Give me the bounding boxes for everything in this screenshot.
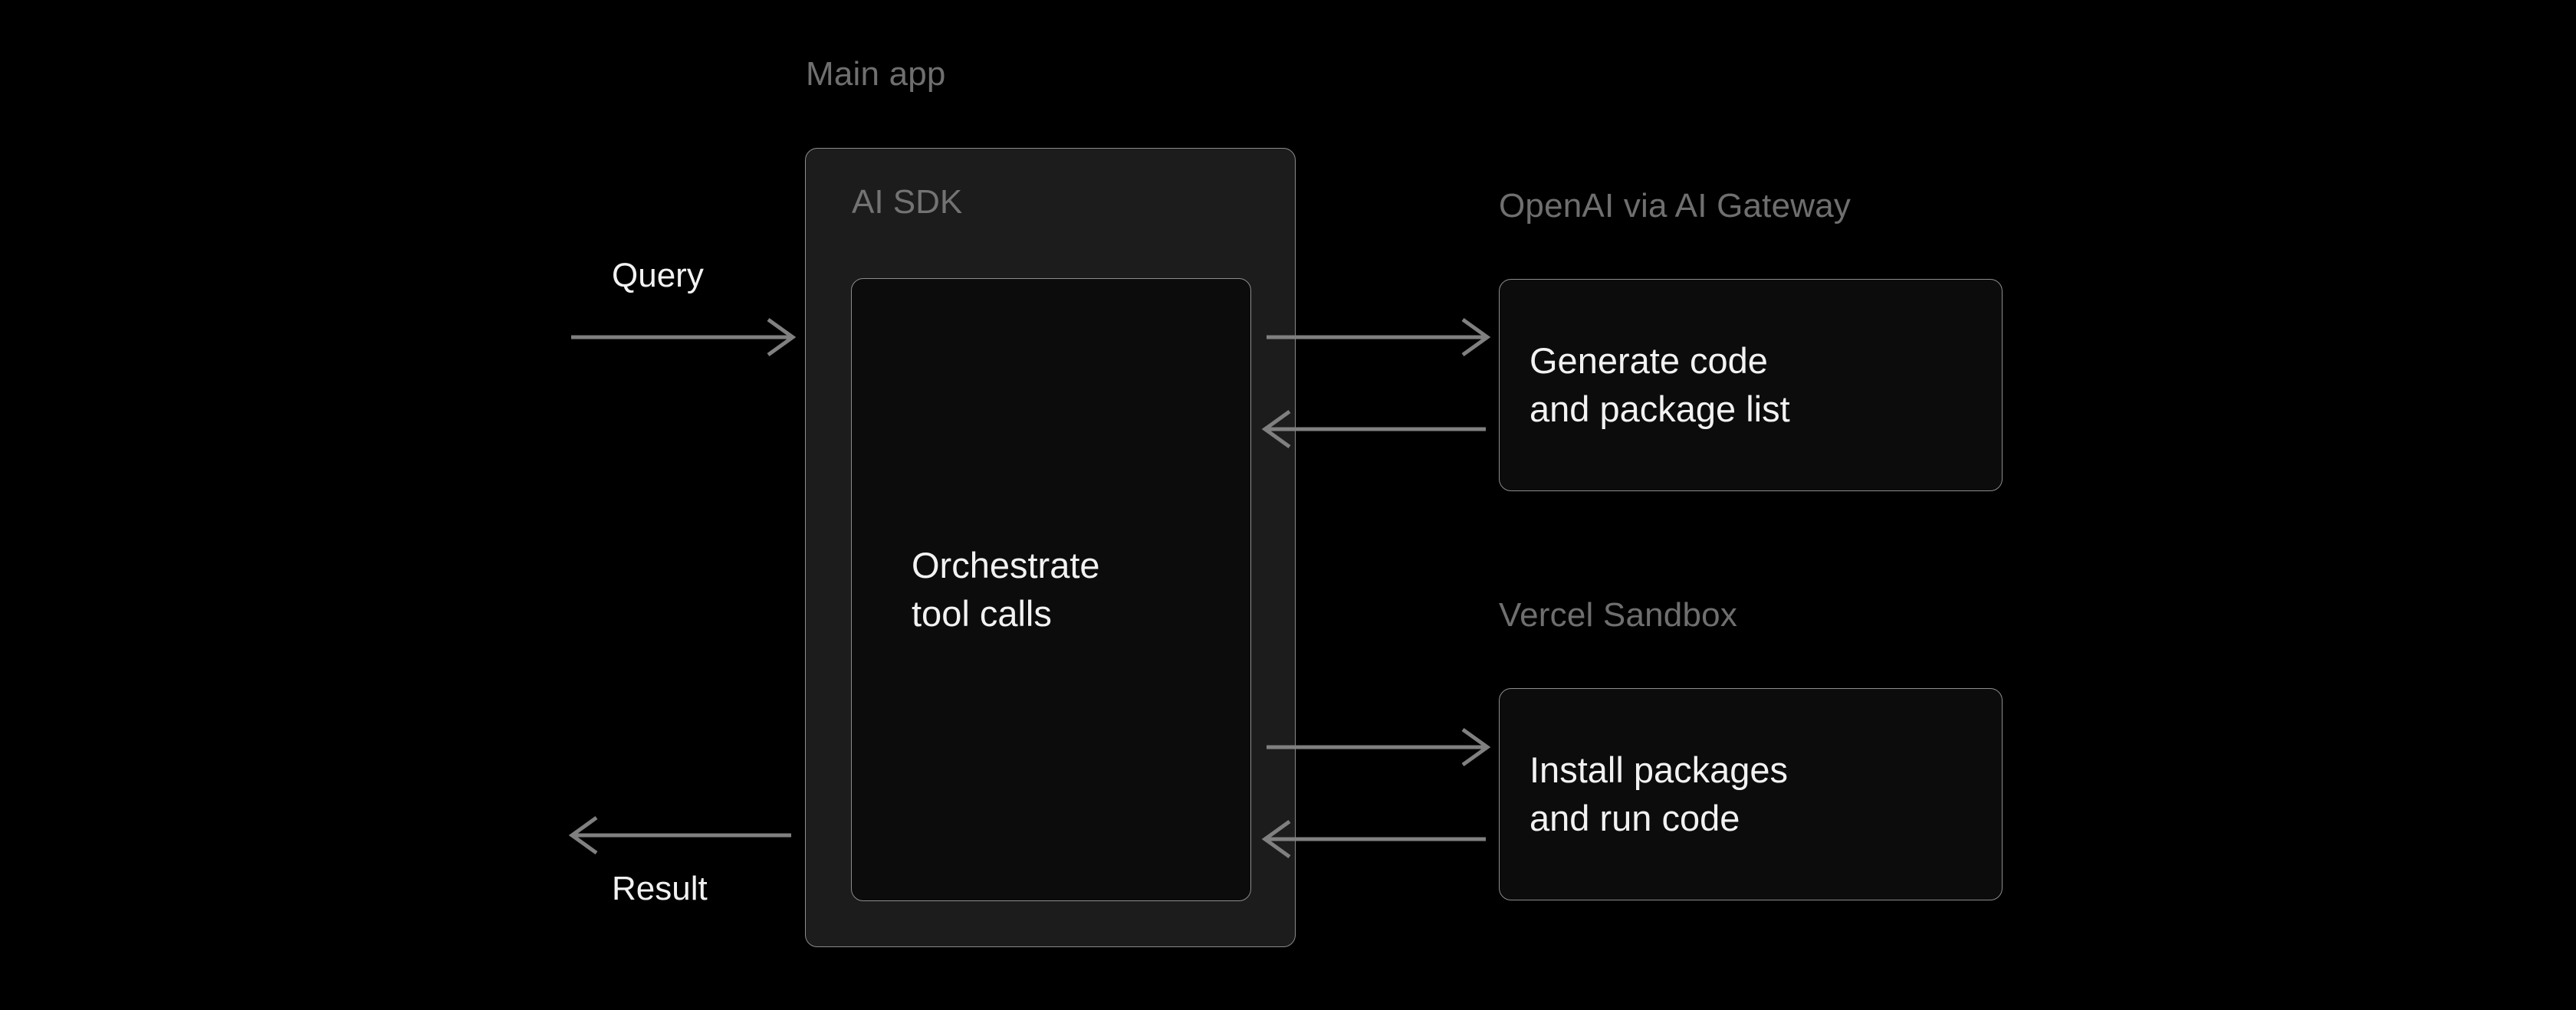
install-run-node: Install packages and run code — [1499, 688, 2003, 900]
vercel-sandbox-group-label: Vercel Sandbox — [1499, 596, 1738, 634]
orchestrate-to-sandbox-arrow-icon — [1267, 727, 1491, 767]
openai-gateway-group-label: OpenAI via AI Gateway — [1499, 187, 1852, 225]
orchestrate-node-label: Orchestrate tool calls — [912, 545, 1100, 634]
result-edge-label: Result — [612, 870, 708, 907]
generate-code-node: Generate code and package list — [1499, 279, 2003, 491]
result-arrow-icon — [568, 815, 791, 855]
sandbox-to-orchestrate-arrow-icon — [1261, 819, 1486, 859]
generate-code-node-label: Generate code and package list — [1530, 340, 1790, 429]
main-app-group-label: Main app — [806, 55, 946, 93]
query-arrow-icon — [571, 317, 797, 357]
orchestrate-to-generate-arrow-icon — [1267, 317, 1491, 357]
ai-sdk-label: AI SDK — [852, 183, 963, 221]
query-edge-label: Query — [612, 257, 704, 294]
generate-to-orchestrate-arrow-icon — [1261, 409, 1486, 449]
install-run-node-label: Install packages and run code — [1530, 749, 1789, 838]
orchestrate-node: Orchestrate tool calls — [851, 278, 1251, 901]
